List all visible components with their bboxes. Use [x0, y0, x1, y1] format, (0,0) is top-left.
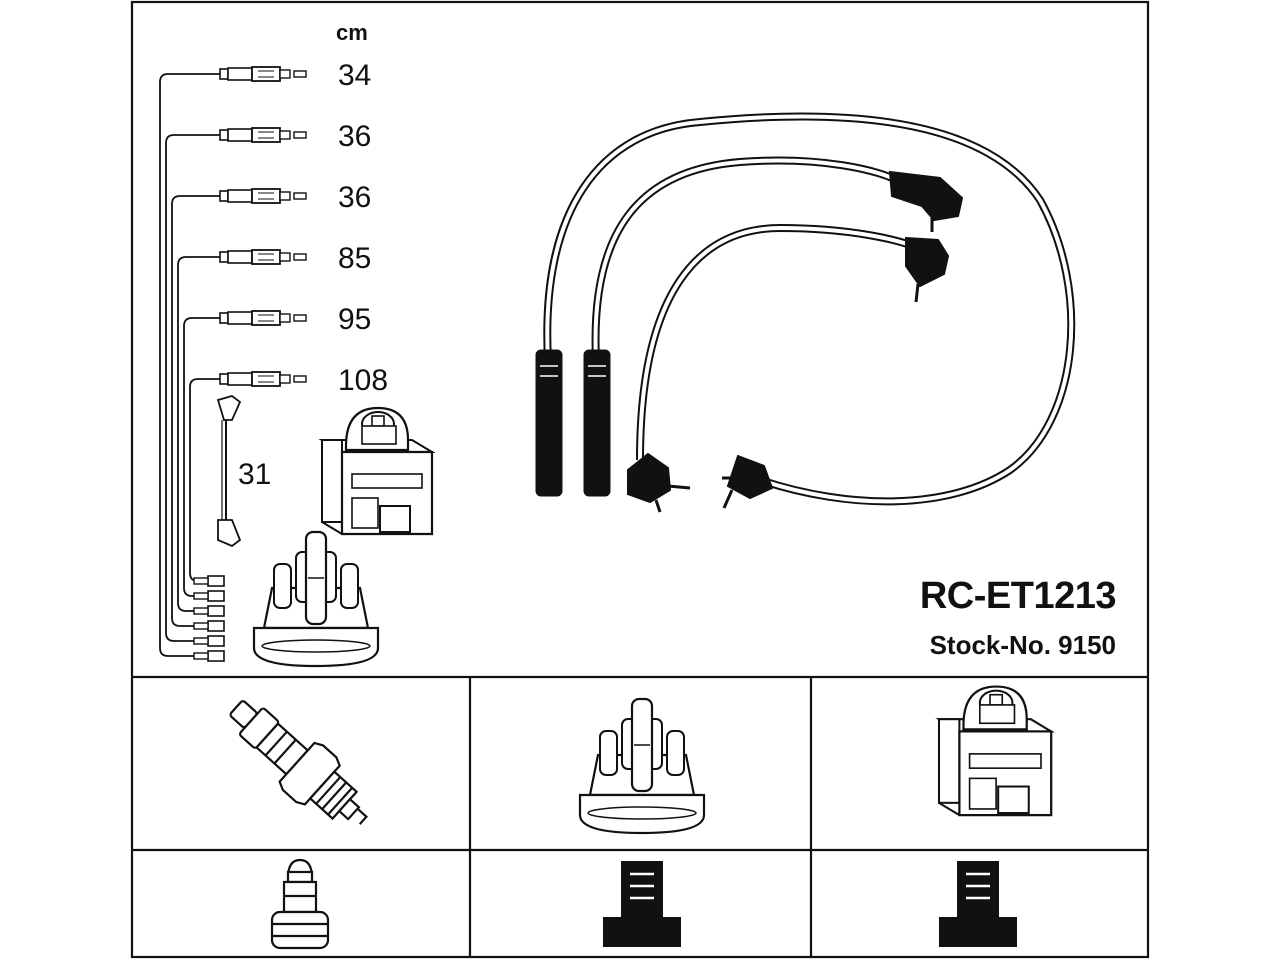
- stock-number: Stock-No. 9150: [930, 630, 1116, 660]
- spark-plug-connector-icon: [270, 858, 330, 950]
- cable-end-connector-6: [219, 371, 307, 387]
- cable-end-connector-3: [219, 188, 307, 204]
- diagram-frame: [130, 0, 1150, 959]
- cable-lead-2: [165, 134, 220, 642]
- coil-connector-icon: [939, 861, 1017, 947]
- cable-end-connector-5: [219, 310, 307, 326]
- cap-terminal-6: [193, 575, 225, 587]
- coil-lead-length-label: 31: [238, 458, 271, 491]
- cap-terminal-2: [193, 635, 225, 647]
- cable-length-label-4: 85: [338, 242, 371, 275]
- cable-end-connector-4: [219, 249, 307, 265]
- length-unit-label: cm: [336, 20, 368, 45]
- distributor-cap-icon: [578, 697, 706, 835]
- cable-lead-1: [159, 73, 220, 657]
- coil-lead: [216, 395, 242, 548]
- cable-end-connector-2: [219, 127, 307, 143]
- cable-length-schematic: cm 31 RC-ET1213 Stock-No. 9150 34 36 36 85 9…: [159, 20, 1117, 668]
- cable-length-label-3: 36: [338, 181, 371, 214]
- product-code: RC-ET1213: [920, 575, 1116, 617]
- spark-plug-icon: [229, 700, 368, 825]
- distributor-connector-icon: [603, 861, 681, 947]
- ignition-coil-icon: [320, 406, 434, 536]
- cap-terminal-3: [193, 620, 225, 632]
- cap-terminal-1: [193, 650, 225, 662]
- cap-terminal-5: [193, 590, 225, 602]
- cable-lead-rows: [159, 73, 220, 657]
- cable-end-connector-1: [219, 66, 307, 82]
- cable-lead-6: [189, 378, 220, 582]
- cable-length-label-6: 108: [338, 364, 388, 397]
- distributor-cap-icon: [252, 530, 380, 668]
- cable-length-label-2: 36: [338, 120, 371, 153]
- cap-terminal-4: [193, 605, 225, 617]
- cable-length-label-1: 34: [338, 59, 371, 92]
- cable-lead-3: [171, 195, 220, 627]
- cable-lead-5: [183, 317, 220, 597]
- distributor-boots: [627, 170, 964, 513]
- ignition-coil-icon: [937, 685, 1053, 817]
- cable-lead-4: [177, 256, 220, 612]
- ignition-cable-set-icon: [535, 112, 1076, 513]
- spark-plug-boots: [535, 349, 611, 497]
- cable-length-label-5: 95: [338, 303, 371, 336]
